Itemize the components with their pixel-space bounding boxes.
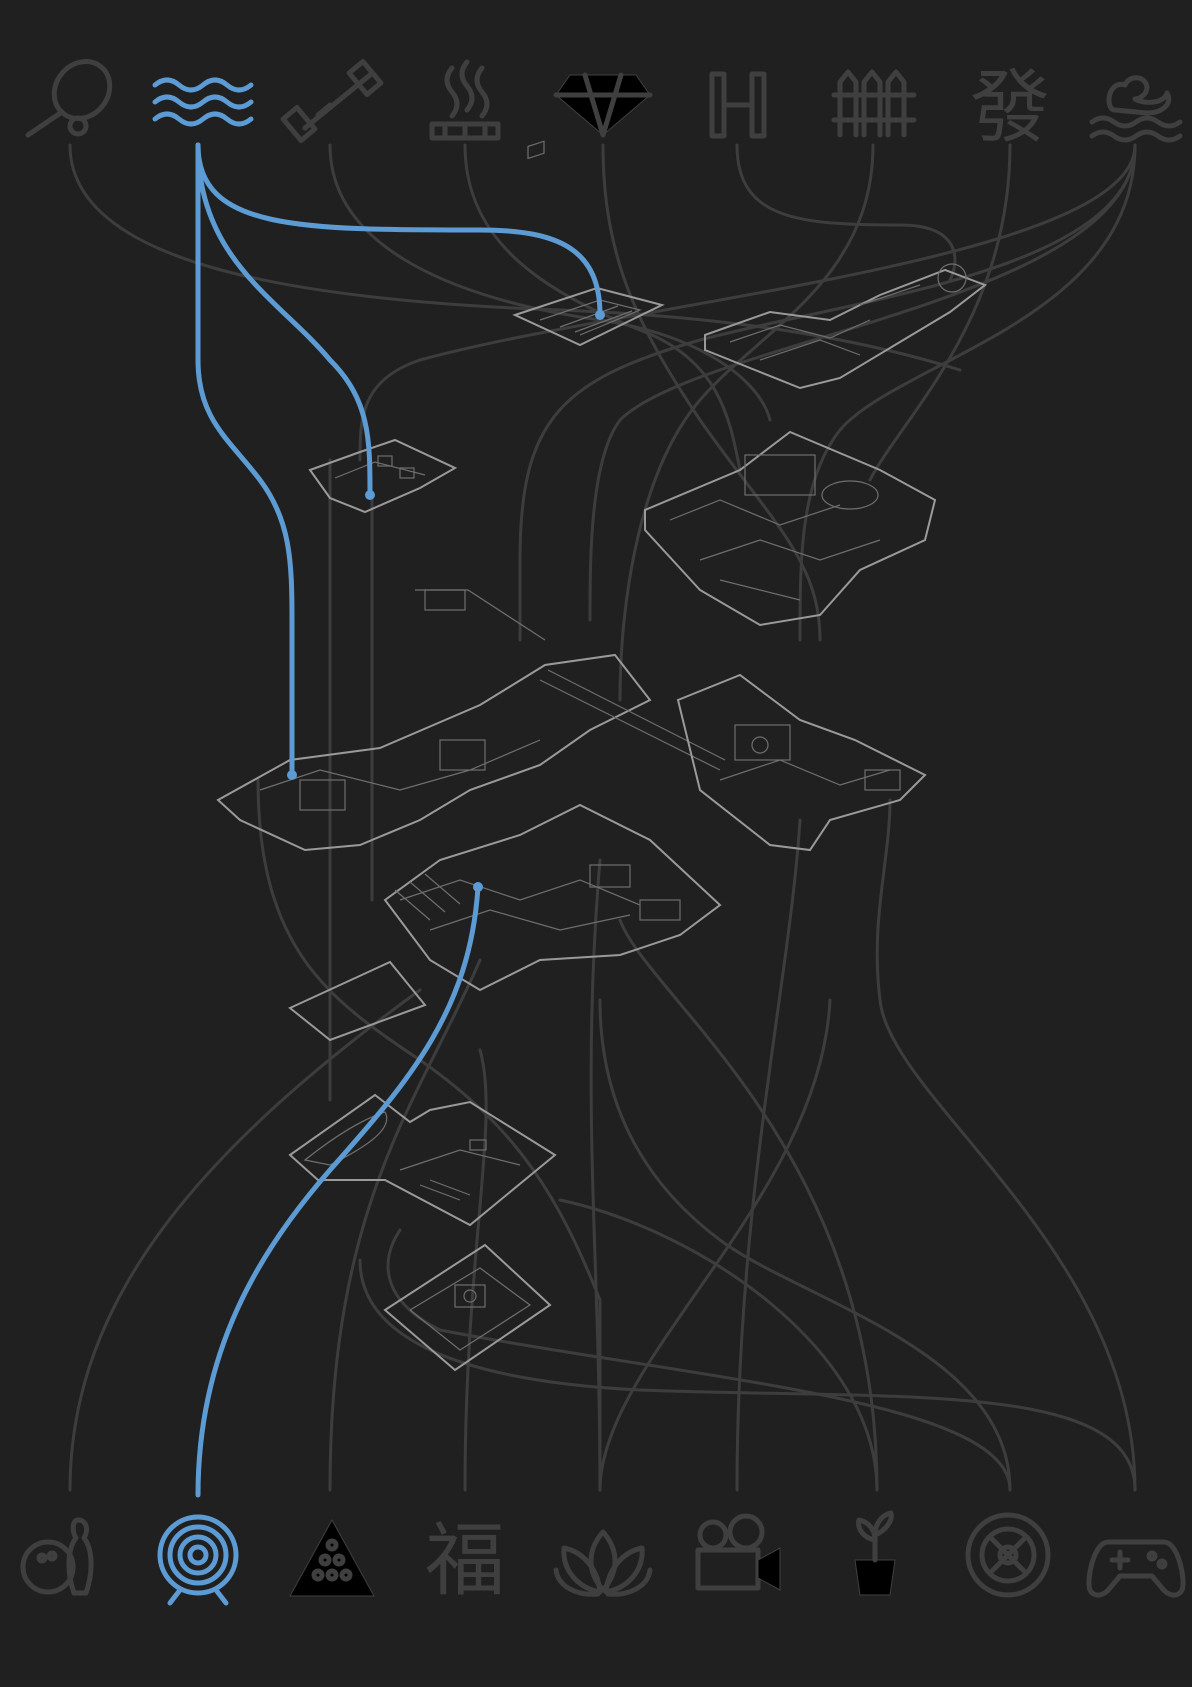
gamepad-icon[interactable] xyxy=(1086,1539,1186,1598)
plan-large-suite xyxy=(644,430,937,627)
route-archery-to-lower-level xyxy=(195,884,481,1498)
fortune-character-icon[interactable]: 福 xyxy=(425,1514,505,1607)
top-icon-row: 發 xyxy=(25,50,1183,154)
connector-line xyxy=(735,143,957,282)
connector-line xyxy=(328,958,482,1492)
bottom-icon-row: 福 xyxy=(20,1510,1186,1607)
plan-roof-deck xyxy=(512,140,665,347)
route-pool-to-small-wing xyxy=(195,142,373,498)
connector-line xyxy=(735,818,802,1492)
connector-line xyxy=(601,143,822,642)
connector-line xyxy=(588,143,1137,622)
connector-line xyxy=(386,1228,1012,1492)
duck-on-water-icon[interactable] xyxy=(1089,75,1183,143)
tennis-racket-icon[interactable] xyxy=(25,50,121,138)
route-pool-to-main-level xyxy=(195,142,295,778)
highlighted-routes xyxy=(195,142,605,1498)
billiards-rack-icon[interactable] xyxy=(289,1518,375,1597)
connector-line xyxy=(798,143,1137,642)
connector-line xyxy=(618,918,879,1492)
connector-line xyxy=(68,988,422,1492)
connector-line xyxy=(68,143,962,372)
connector-line xyxy=(358,143,1137,462)
connector-line xyxy=(868,143,1012,482)
helipad-h-icon[interactable] xyxy=(709,71,767,139)
connector-line xyxy=(875,798,1137,1492)
route-endpoint xyxy=(595,310,605,320)
connector-line xyxy=(328,143,772,422)
fence-icon[interactable] xyxy=(831,69,917,138)
route-endpoint xyxy=(365,490,375,500)
archery-target-icon[interactable] xyxy=(157,1514,239,1606)
connector-line xyxy=(618,143,875,702)
route-endpoint xyxy=(287,770,297,780)
plan-east-wing xyxy=(676,673,927,852)
plan-small-wing xyxy=(308,438,458,514)
mahjong-fa-icon[interactable]: 發 xyxy=(970,61,1050,154)
connector-line xyxy=(463,143,742,472)
connector-line xyxy=(598,998,1012,1492)
connector-line xyxy=(358,1258,1137,1492)
connector-line xyxy=(463,1048,488,1492)
connector-line xyxy=(589,858,602,1492)
plan-basement-pool xyxy=(288,1093,557,1227)
plan-cellar xyxy=(383,1243,552,1372)
steam-bath-icon[interactable] xyxy=(429,59,501,141)
connector-line xyxy=(518,143,1137,642)
connector-lines xyxy=(68,143,1137,1492)
dumbbell-icon[interactable] xyxy=(280,58,384,144)
plan-main-level xyxy=(216,589,726,852)
connector-line xyxy=(256,778,602,1492)
route-endpoint xyxy=(473,882,483,892)
roulette-wheel-icon[interactable] xyxy=(965,1512,1051,1598)
movie-camera-icon[interactable] xyxy=(695,1513,781,1591)
plan-upper-residence xyxy=(704,263,988,390)
bowling-icon[interactable] xyxy=(20,1517,94,1596)
diamond-icon[interactable] xyxy=(553,72,653,138)
floor-plans xyxy=(216,140,988,1372)
plan-lower-level xyxy=(288,803,722,1042)
connector-line xyxy=(558,1198,879,1492)
water-waves-icon[interactable] xyxy=(152,77,254,127)
connector-line xyxy=(598,998,832,1492)
lotus-icon[interactable] xyxy=(553,1529,653,1597)
potted-plant-icon[interactable] xyxy=(854,1510,896,1596)
route-pool-to-roof-deck xyxy=(195,142,603,318)
